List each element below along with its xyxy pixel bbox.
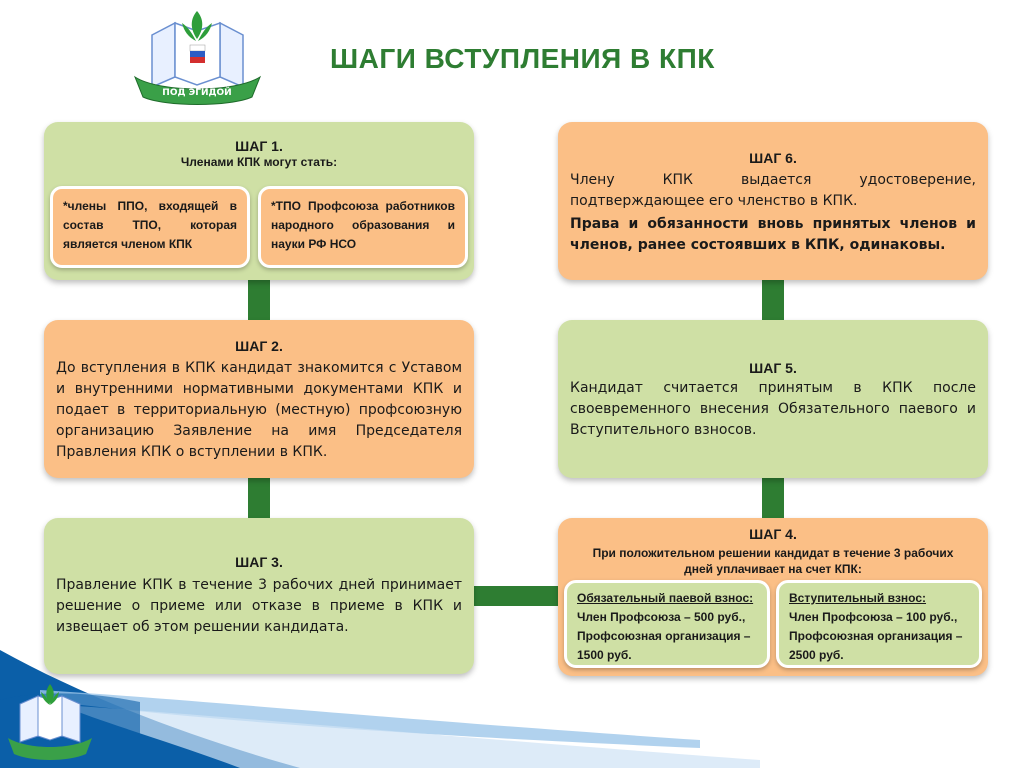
logo-emblem: ПОД ЭГИДОЙ: [133, 11, 262, 105]
fee-b-title: Вступительный взнос:: [789, 591, 927, 605]
connector-5-6: [762, 280, 784, 320]
step4-fee-b: Вступительный взнос: Член Профсоюза – 10…: [776, 580, 982, 668]
step5-box: ШАГ 5. Кандидат считается принятым в КПК…: [558, 320, 988, 478]
step5-heading: ШАГ 5.: [749, 360, 797, 376]
step1-subheading: Членами КПК могут стать:: [180, 155, 338, 169]
step1-option-b: *ТПО Профсоюза работников народного обра…: [258, 186, 468, 268]
connector-1-2: [248, 280, 270, 320]
step4-fee-a: Обязательный паевой взнос: Член Профсоюз…: [564, 580, 770, 668]
step2-heading: ШАГ 2.: [235, 338, 283, 354]
step1-option-a: *члены ППО, входящей в состав ТПО, котор…: [50, 186, 250, 268]
fee-a-title: Обязательный паевой взнос:: [577, 591, 754, 605]
step2-text: До вступления в КПК кандидат знакомится …: [56, 360, 462, 460]
fee-a-line2: Профсоюзная организация – 1500 руб.: [577, 629, 751, 662]
step4-subheading: При положительном решении кандидат в теч…: [592, 546, 954, 576]
fee-a-line1: Член Профсоюза – 500 руб.,: [577, 610, 746, 624]
step1-heading: ШАГ 1.: [235, 138, 283, 154]
logo-ribbon-text: ПОД ЭГИДОЙ: [162, 86, 231, 98]
step2-box: ШАГ 2. До вступления в КПК кандидат знак…: [44, 320, 474, 478]
connector-3-4: [472, 586, 560, 606]
step5-text: Кандидат считается принятым в КПК после …: [570, 380, 976, 438]
step6-text: Члену КПК выдается удостоверение, подтве…: [570, 172, 976, 209]
step3-text: Правление КПК в течение 3 рабочих дней п…: [56, 577, 462, 635]
step4-heading: ШАГ 4.: [749, 526, 797, 542]
step3-box: ШАГ 3. Правление КПК в течение 3 рабочих…: [44, 518, 474, 674]
step6-text-bold: Права и обязанности вновь принятых члено…: [570, 216, 976, 253]
step6-heading: ШАГ 6.: [749, 150, 797, 166]
step4-box: ШАГ 4. При положительном решении кандида…: [558, 518, 988, 676]
step1-box: ШАГ 1. Членами КПК могут стать: *члены П…: [44, 122, 474, 280]
page-title: ШАГИ ВСТУПЛЕНИЯ В КПК: [330, 43, 715, 74]
step6-box: ШАГ 6. Члену КПК выдается удостоверение,…: [558, 122, 988, 280]
fee-b-line1: Член Профсоюза – 100 руб.,: [789, 610, 958, 624]
step3-heading: ШАГ 3.: [235, 554, 283, 570]
fee-b-line2: Профсоюзная организация – 2500 руб.: [789, 629, 963, 662]
connector-2-3: [248, 478, 270, 518]
connector-4-5: [762, 478, 784, 518]
